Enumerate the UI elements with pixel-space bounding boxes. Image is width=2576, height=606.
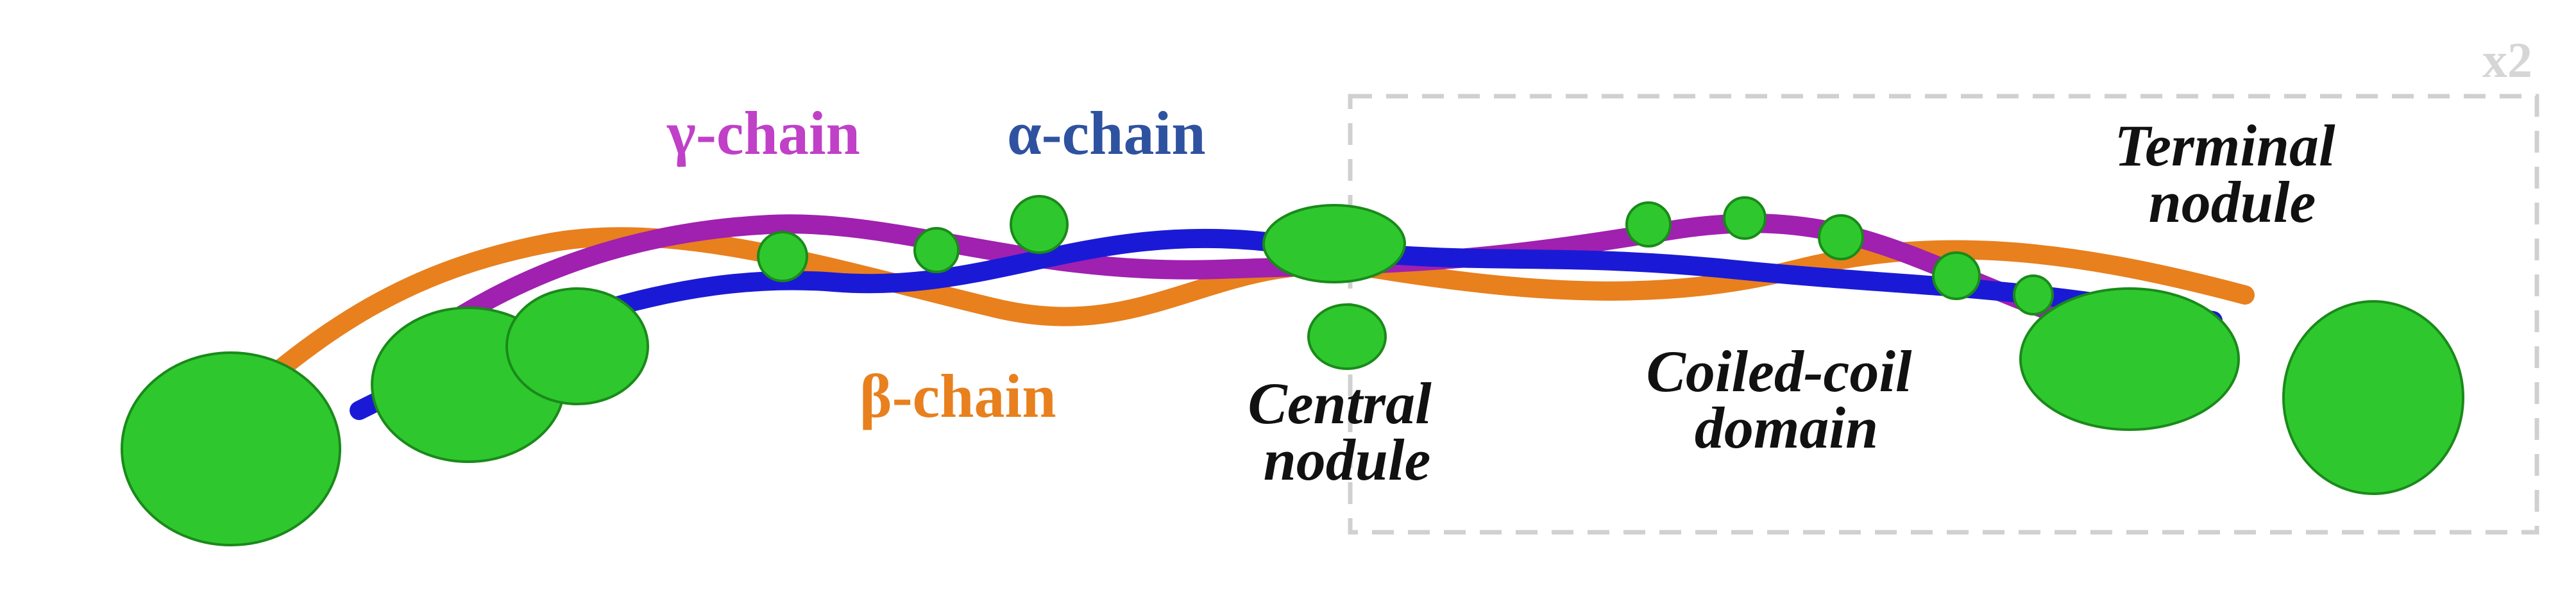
beta-chain-ribbon: [183, 227, 2255, 459]
gamma-chain-label: γ-chain: [666, 99, 860, 167]
terminal-nodule-label: Terminal nodule: [2114, 113, 2350, 235]
coiled-coil-residues: [757, 195, 2054, 316]
coiled-coil-domain-label: Coiled-coil domain: [1647, 339, 1927, 460]
right-terminal-nodule: [2019, 287, 2464, 495]
multiplier-label: x2: [2482, 32, 2532, 88]
beta-chain-label: β-chain: [860, 362, 1056, 430]
protein-ribbon: [121, 195, 2464, 546]
left-terminal-nodule: [121, 287, 649, 546]
alpha-chain-label: α-chain: [1007, 99, 1206, 167]
central-nodule-label: Central nodule: [1248, 371, 1446, 492]
central-nodule-residues: [1262, 204, 1406, 370]
